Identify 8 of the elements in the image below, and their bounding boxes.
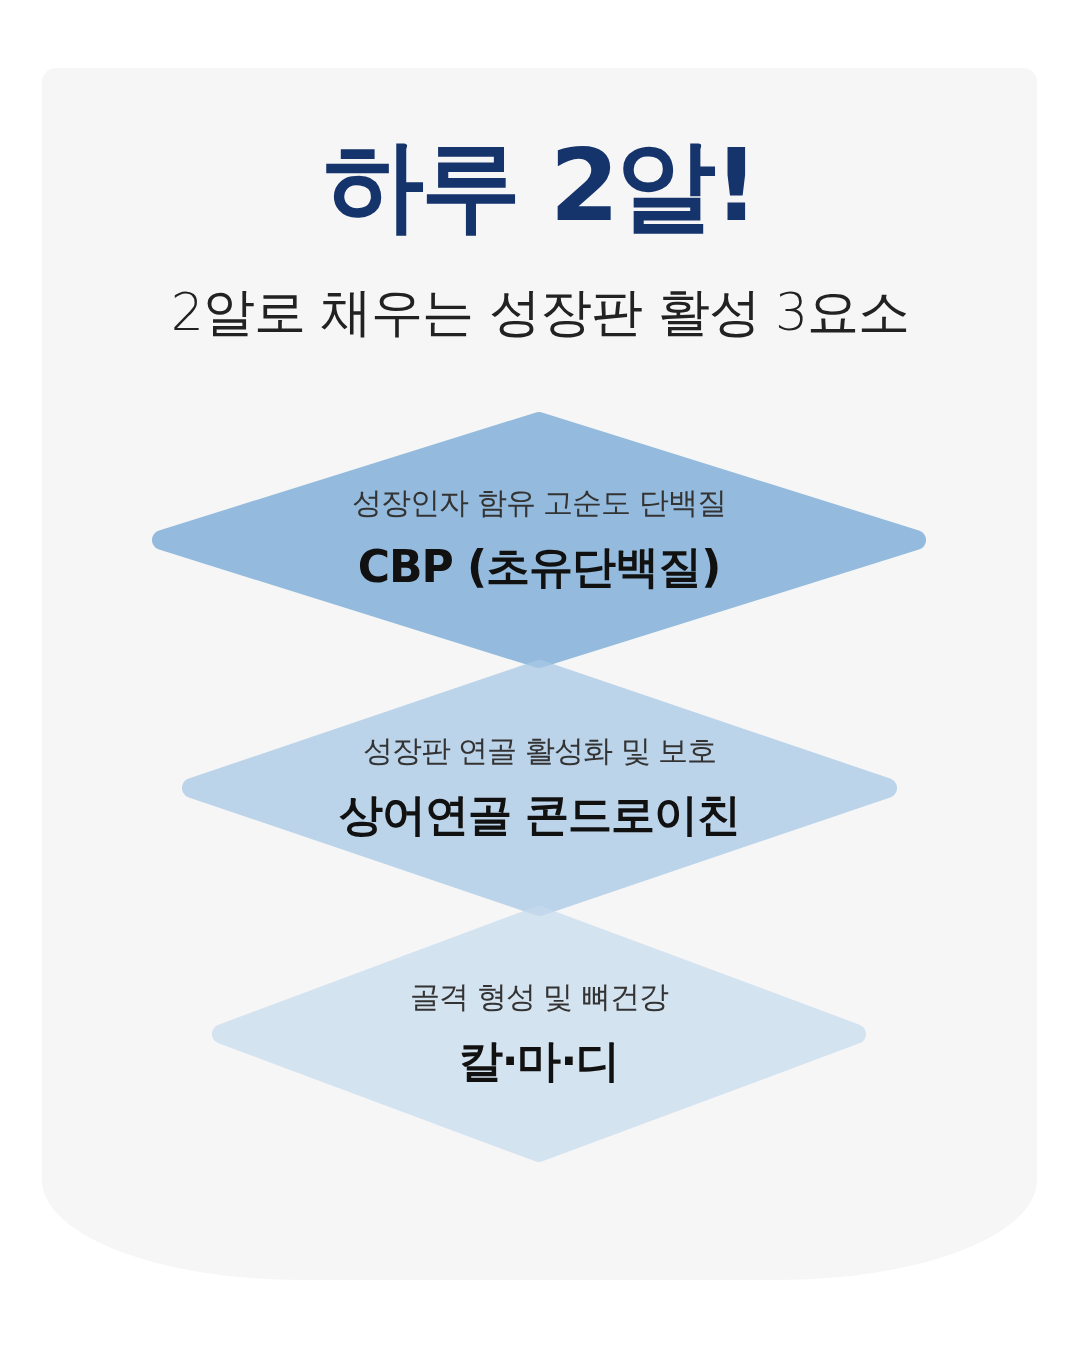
ingredient-name: 상어연골 콘드로이친 — [338, 788, 741, 842]
subtitle: 2알로 채우는 성장판 활성 3요소 — [169, 281, 911, 344]
description-text: 성장판 연골 활성화 및 보호 — [362, 732, 717, 770]
title: 하루 2알! — [323, 126, 757, 246]
description-text: 골격 형성 및 뼈건강 — [410, 978, 668, 1016]
ingredient-name: 칼·마·디 — [458, 1034, 620, 1088]
ingredient-name: CBP (초유단백질) — [357, 540, 721, 594]
description-text: 성장인자 함유 고순도 단백질 — [352, 484, 726, 522]
